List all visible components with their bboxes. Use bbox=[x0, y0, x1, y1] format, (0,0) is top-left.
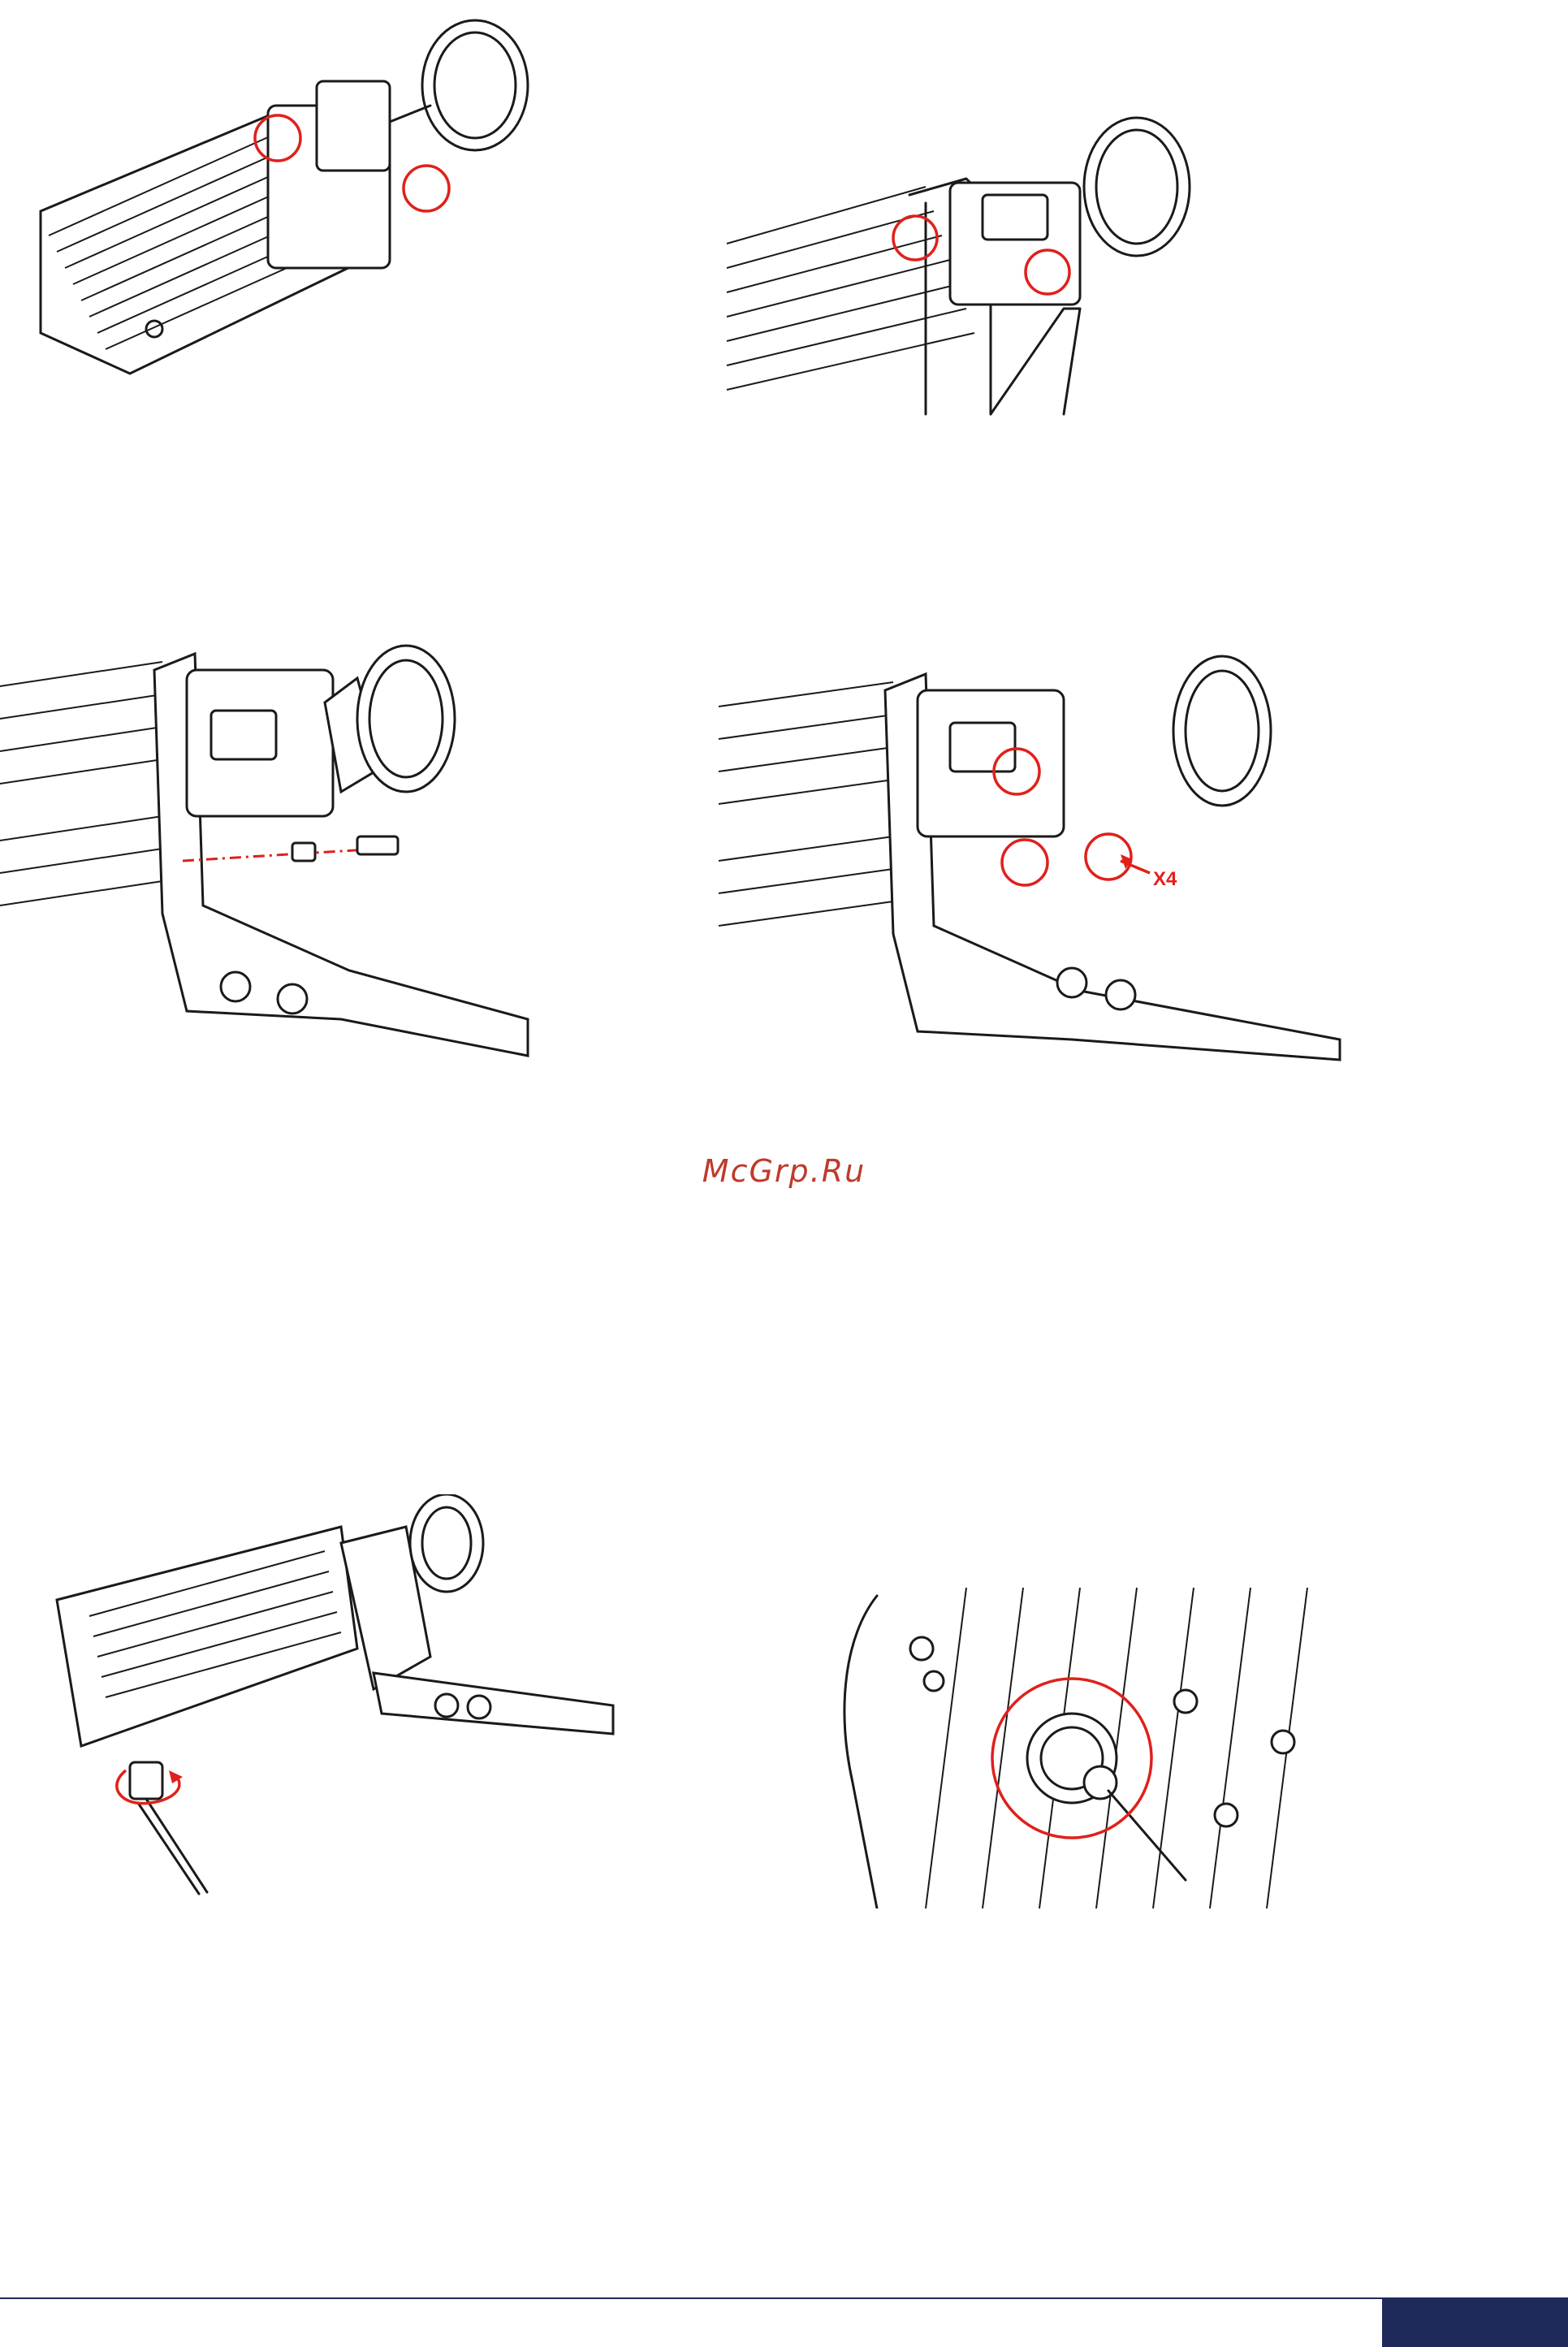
figure-lnb-holder-screws-top bbox=[24, 8, 544, 410]
callout-circle bbox=[404, 166, 449, 211]
watermark-text: McGrp.Ru bbox=[0, 1153, 1568, 1189]
callout-x4-label: X4 bbox=[1153, 868, 1177, 890]
footer-page-tab bbox=[1382, 2299, 1568, 2347]
footer-rule bbox=[0, 2297, 1568, 2299]
callout-circle bbox=[1002, 840, 1047, 885]
figure-bracket-screw-insertion bbox=[0, 629, 536, 1060]
figure-bracket-screws-x4: X4 bbox=[715, 642, 1348, 1064]
figure-connector-closeup bbox=[828, 1588, 1320, 1908]
figure-lnb-holder-screws-side bbox=[723, 106, 1202, 418]
figure-connector-rotation bbox=[32, 1494, 617, 1900]
